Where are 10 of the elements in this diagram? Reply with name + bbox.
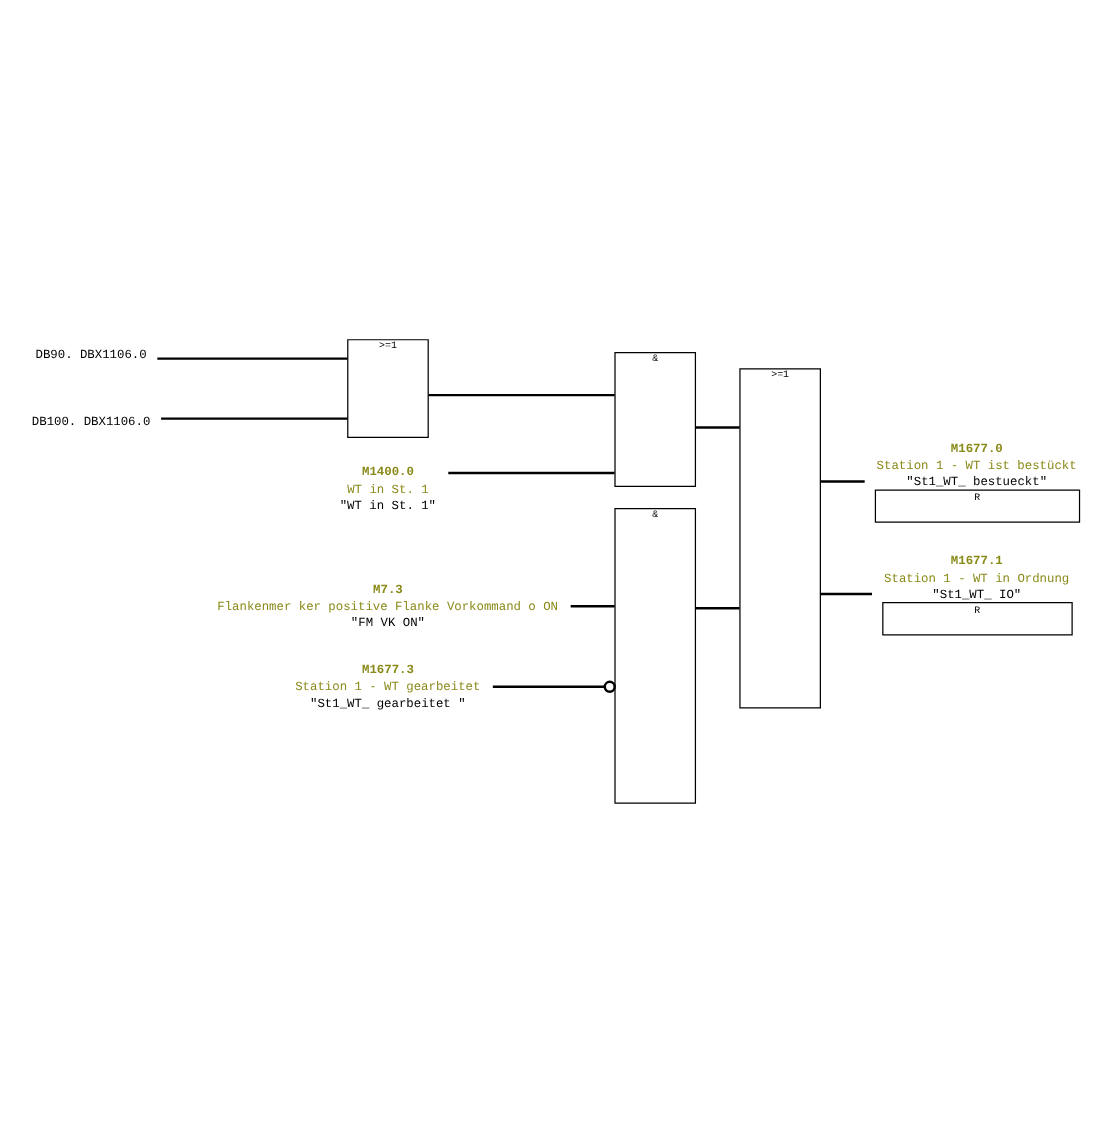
connector [695,425,740,428]
connector [695,605,740,609]
connector [820,591,872,595]
connector [448,470,615,474]
connector [428,392,615,396]
connector [161,416,348,419]
connector [570,604,615,607]
connector [492,679,616,692]
connector [157,356,348,359]
connector [820,479,865,482]
